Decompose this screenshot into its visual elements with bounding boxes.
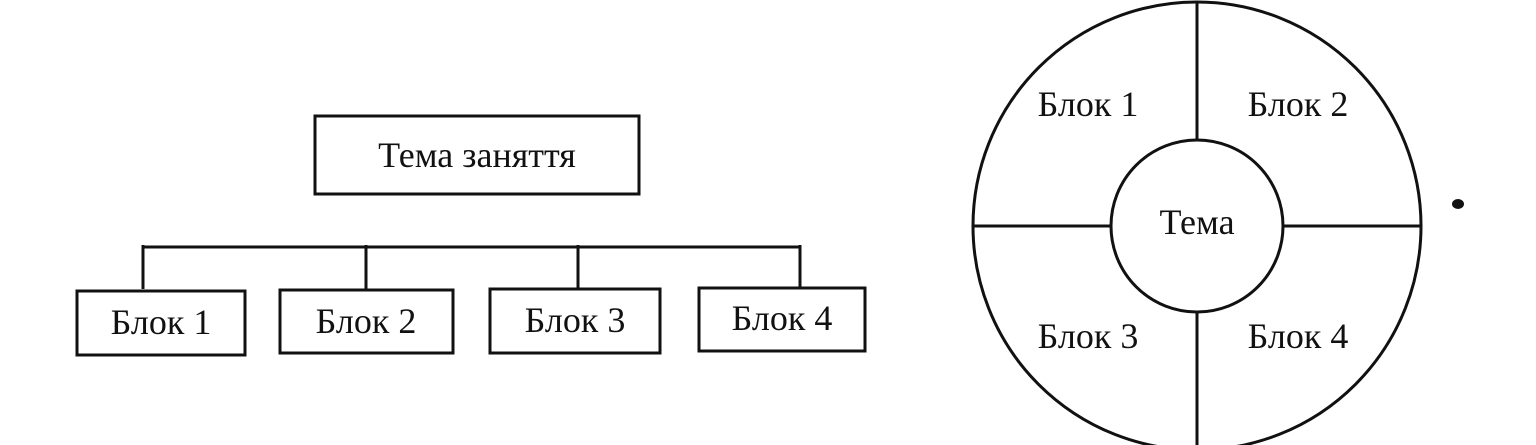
root-topic-label: Тема заняття bbox=[378, 135, 576, 175]
tree-diagram: Тема заняття Блок 1 Блок 2 Блок 3 Блок 4 bbox=[75, 114, 867, 357]
tree-block-box-1 bbox=[75, 289, 247, 357]
wheel-center-label: Тема bbox=[1159, 202, 1234, 242]
tree-block-label-2: Блок 2 bbox=[316, 301, 417, 341]
tree-block-box-4 bbox=[697, 286, 867, 353]
tree-block-label-1: Блок 1 bbox=[111, 302, 212, 342]
wheel-sector-label-2: Блок 2 bbox=[1248, 84, 1349, 124]
wheel-sector-label-4: Блок 4 bbox=[1248, 316, 1349, 356]
wheel-sector-label-1: Блок 1 bbox=[1038, 84, 1139, 124]
wheel-inner-circle bbox=[1109, 138, 1285, 314]
tree-block-label-4: Блок 4 bbox=[732, 298, 833, 338]
tree-block-label-3: Блок 3 bbox=[525, 300, 626, 340]
wheel-diagram: Тема Блок 1 Блок 2 Блок 3 Блок 4 bbox=[971, 0, 1464, 445]
wheel-sector-label-3: Блок 3 bbox=[1038, 316, 1139, 356]
tree-block-box-2 bbox=[278, 288, 455, 355]
root-topic-box bbox=[313, 114, 641, 196]
stray-dot-mark bbox=[1452, 199, 1464, 209]
tree-block-box-3 bbox=[488, 287, 662, 355]
